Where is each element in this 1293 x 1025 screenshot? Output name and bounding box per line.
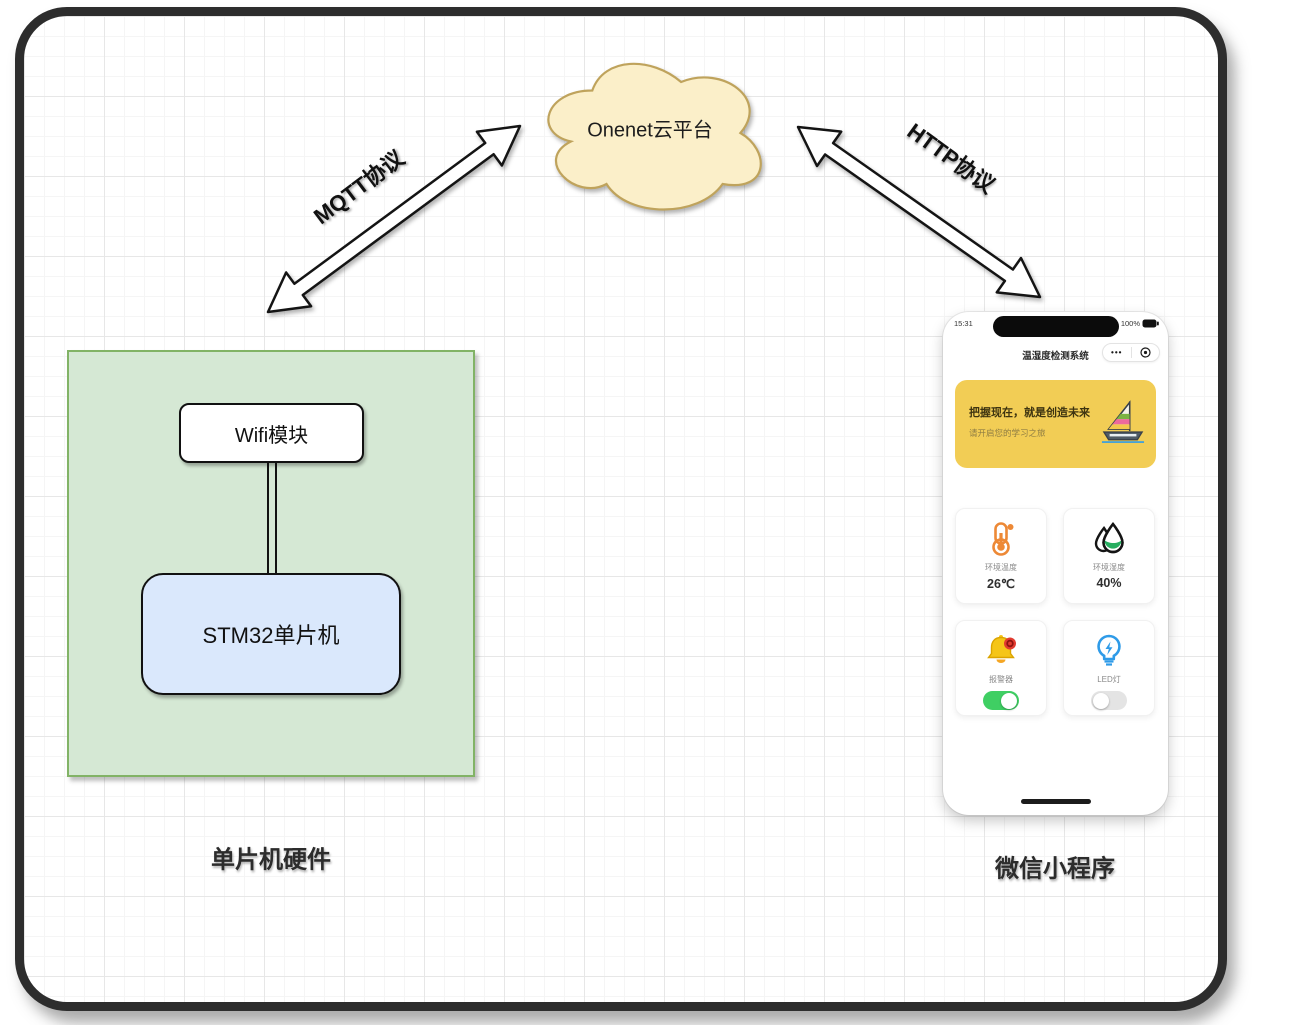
bell-icon: [987, 635, 1016, 663]
droplet-icon: [1094, 522, 1124, 554]
banner-card[interactable]: 把握现在，就是创造未来 请开启您的学习之旅: [955, 380, 1156, 468]
phone-mockup: 15:31 100% 温湿度检测系统 ••• 把握现在，就是创造未来 请开启您的…: [943, 312, 1168, 815]
banner-subtitle: 请开启您的学习之旅: [969, 428, 1046, 438]
more-menu-button[interactable]: •••: [1111, 347, 1123, 357]
tile-alarm: 报警器: [955, 620, 1047, 716]
tile-grid: 环境温度 26℃ 环境湿度 40% 报警器: [955, 508, 1155, 716]
led-toggle[interactable]: [1091, 691, 1127, 710]
miniprogram-caption: 微信小程序: [995, 855, 1115, 883]
tile-led: LED灯: [1063, 620, 1155, 716]
wechat-capsule: •••: [1102, 343, 1160, 362]
hardware-caption: 单片机硬件: [211, 846, 331, 874]
status-time: 15:31: [954, 319, 973, 328]
toggle-knob: [1001, 692, 1017, 709]
phone-notch: [992, 316, 1119, 337]
status-bar: 15:31 100%: [954, 319, 1159, 328]
tile-label: 报警器: [989, 675, 1013, 684]
battery-percent: 100%: [1120, 319, 1140, 328]
tile-value: 40%: [1096, 576, 1122, 590]
target-icon: [1140, 347, 1151, 358]
tile-humidity: 环境湿度 40%: [1063, 508, 1155, 604]
tile-label: LED灯: [1097, 675, 1121, 684]
wifi-mcu-connector: [267, 463, 277, 575]
cloud-label: Onenet云平台: [587, 119, 713, 142]
bulb-icon: [1097, 634, 1121, 666]
alarm-toggle[interactable]: [983, 691, 1019, 710]
capsule-divider: [1130, 347, 1132, 358]
mcu-box: STM32单片机: [141, 573, 401, 695]
toggle-knob: [1093, 692, 1109, 709]
mcu-label: STM32单片机: [202, 623, 340, 648]
nav-title: 温湿度检测系统: [1022, 351, 1089, 362]
capsule-home-button[interactable]: [1132, 347, 1160, 358]
wifi-module-box: Wifi模块: [179, 403, 364, 463]
tile-temperature: 环境温度 26℃: [955, 508, 1047, 604]
sailboat-icon: [1100, 400, 1146, 449]
tile-label: 环境温度: [985, 563, 1017, 572]
battery-icon: [1142, 319, 1159, 328]
thermometer-icon: [992, 522, 1014, 556]
home-indicator[interactable]: [1020, 799, 1091, 804]
tile-label: 环境湿度: [1093, 563, 1125, 572]
battery-indicator: 100%: [1121, 319, 1159, 328]
wifi-module-label: Wifi模块: [234, 424, 309, 447]
tile-value: 26℃: [987, 577, 1015, 591]
banner-title: 把握现在，就是创造未来: [969, 407, 1090, 419]
